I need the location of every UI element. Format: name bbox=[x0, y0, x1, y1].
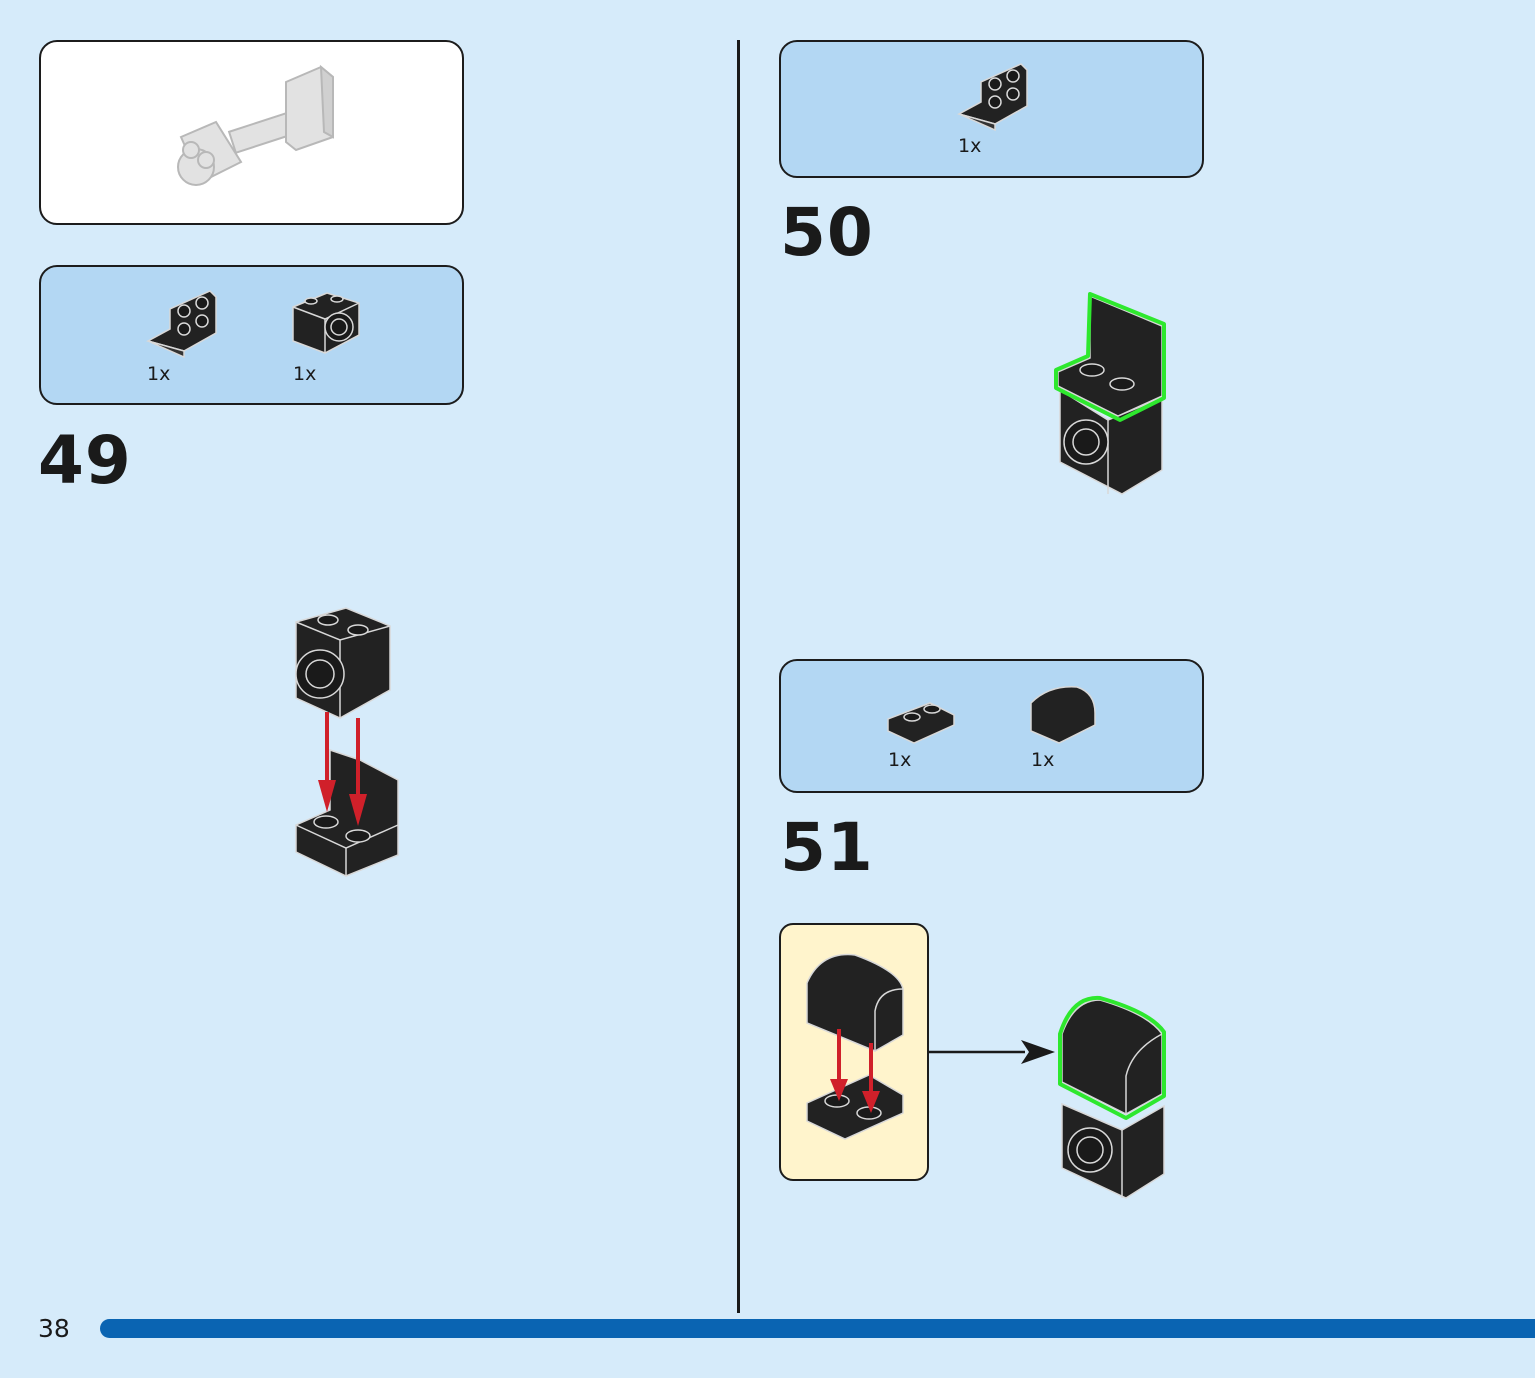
step-49-assembly-icon bbox=[295, 607, 399, 877]
part-qty: 1x bbox=[293, 363, 317, 385]
subassembly-icon bbox=[806, 953, 904, 1140]
step-51-parts-box: 1x 1x bbox=[779, 659, 1204, 793]
curved-slope-icon bbox=[1030, 686, 1096, 744]
bracket-icon bbox=[146, 290, 217, 359]
part-qty: 1x bbox=[888, 749, 912, 771]
step-51-assembly-icon bbox=[1058, 995, 1166, 1199]
part-qty: 1x bbox=[1031, 749, 1055, 771]
model-preview-icon bbox=[177, 64, 334, 186]
step-49-parts-box: 1x 1x bbox=[39, 265, 464, 405]
bracket-icon bbox=[957, 63, 1028, 132]
part-qty: 1x bbox=[147, 363, 171, 385]
step-51-subassembly-box bbox=[779, 923, 929, 1181]
arrow-right-icon bbox=[929, 1040, 1055, 1064]
column-divider bbox=[737, 40, 740, 1313]
step-number: 51 bbox=[780, 809, 874, 886]
step-number: 49 bbox=[38, 422, 132, 499]
page-number: 38 bbox=[38, 1314, 70, 1343]
step-50-assembly-icon bbox=[1054, 292, 1166, 495]
model-preview-box bbox=[39, 40, 464, 225]
plate-1x2-icon bbox=[887, 702, 955, 744]
progress-bar bbox=[100, 1319, 1535, 1338]
brick-round-hole-icon bbox=[292, 292, 360, 354]
part-qty: 1x bbox=[958, 135, 982, 157]
step-number: 50 bbox=[780, 194, 874, 271]
step-50-parts-box: 1x bbox=[779, 40, 1204, 178]
